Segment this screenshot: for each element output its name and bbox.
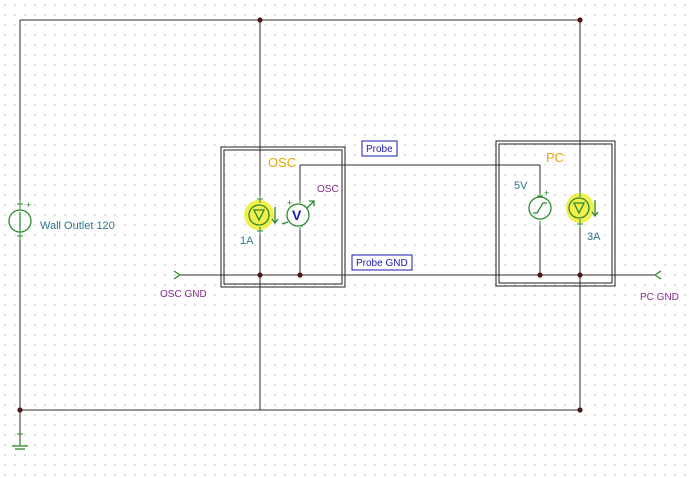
pc-gnd-terminal[interactable]	[653, 270, 662, 280]
pc-current-label: 3A	[587, 231, 601, 243]
wall-outlet-plus: +	[26, 200, 31, 210]
wall-outlet-source[interactable]: +	[8, 200, 32, 240]
wall-outlet-label: Wall Outlet 120	[40, 220, 115, 232]
pc-voltage-plus: +	[544, 188, 549, 198]
main-wires	[19, 19, 655, 445]
pc-current-source[interactable]	[566, 192, 599, 228]
voltmeter-symbol: V	[292, 207, 302, 223]
pc-subcircuit[interactable]: PC	[495, 140, 616, 287]
osc-voltmeter[interactable]: V +	[281, 198, 315, 230]
earth-ground-icon[interactable]	[12, 433, 28, 450]
probe-tag-label: Probe	[366, 144, 393, 155]
voltmeter-plus: +	[287, 198, 292, 208]
pc-subcircuit-title: PC	[546, 150, 564, 165]
junction-nodes	[17, 17, 583, 413]
probe-gnd-tag-label: Probe GND	[356, 258, 408, 269]
pc-voltage-label: 5V	[514, 180, 528, 192]
probe-net-tag[interactable]: Probe	[361, 140, 398, 157]
osc-meter-label: OSC	[317, 184, 339, 195]
probe-gnd-net-tag[interactable]: Probe GND	[351, 254, 413, 271]
pc-voltage-generator[interactable]: +	[528, 188, 552, 225]
osc-subcircuit-title: OSC	[268, 155, 296, 170]
osc-subcircuit[interactable]: OSC	[220, 146, 346, 288]
osc-current-source[interactable]	[244, 195, 279, 235]
osc-gnd-terminal[interactable]	[173, 270, 182, 280]
osc-gnd-label: OSC GND	[160, 289, 207, 300]
osc-current-label: 1A	[240, 235, 254, 247]
pc-gnd-label: PC GND	[640, 292, 679, 303]
